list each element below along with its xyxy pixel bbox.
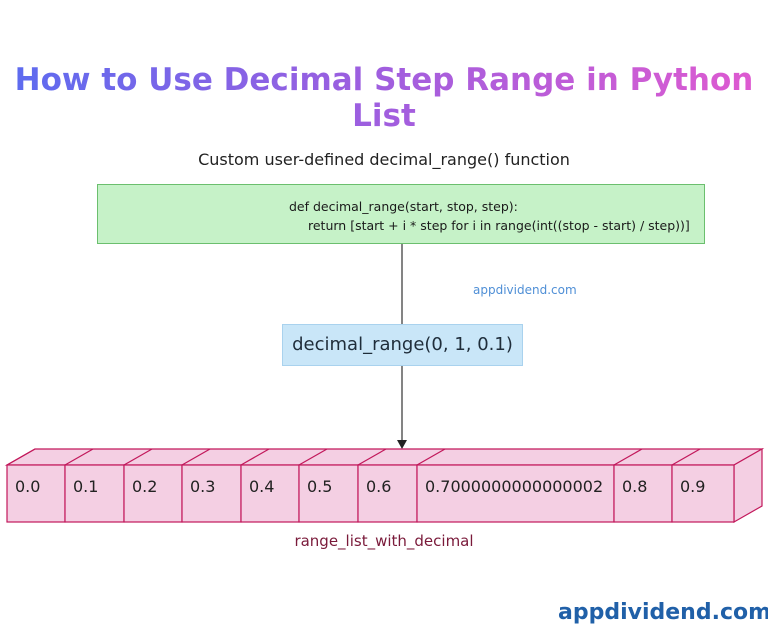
list-cell bbox=[240, 464, 300, 523]
diagram-subtitle: Custom user-defined decimal_range() func… bbox=[198, 150, 570, 169]
list-item-value: 0.9 bbox=[680, 477, 706, 496]
list-item-value: 0.4 bbox=[249, 477, 275, 496]
list-item-value: 0.0 bbox=[15, 477, 41, 496]
list-item-value: 0.1 bbox=[73, 477, 99, 496]
code-box: def decimal_range(start, stop, step): re… bbox=[97, 184, 705, 244]
list-cell-edge bbox=[671, 448, 701, 466]
list-item-value: 0.5 bbox=[307, 477, 333, 496]
list-cell-edge bbox=[64, 448, 94, 466]
function-call-box: decimal_range(0, 1, 0.1) bbox=[282, 324, 523, 366]
list-cell bbox=[416, 464, 615, 523]
list-3d-array bbox=[4, 447, 765, 524]
list-cell-edge bbox=[416, 448, 446, 466]
list-cell-edge bbox=[357, 448, 387, 466]
list-label: range_list_with_decimal bbox=[294, 532, 474, 550]
watermark-logo: appdividend.com bbox=[558, 600, 768, 625]
list-cell-edge bbox=[123, 448, 153, 466]
list-item-value: 0.8 bbox=[622, 477, 648, 496]
list-cell bbox=[671, 464, 735, 523]
list-cell-edge bbox=[181, 448, 211, 466]
code-line-return: return [start + i * step for i in range(… bbox=[308, 218, 690, 233]
list-cell bbox=[6, 464, 66, 523]
watermark-text: appdividend.com bbox=[473, 283, 577, 297]
list-cell bbox=[181, 464, 242, 523]
page-title: How to Use Decimal Step Range in Python … bbox=[0, 62, 768, 134]
list-cell-edge bbox=[613, 448, 643, 466]
list-item-value: 0.6 bbox=[366, 477, 392, 496]
arrow-head-icon bbox=[397, 440, 407, 449]
list-cell-edge bbox=[6, 448, 36, 466]
list-item-value: 0.3 bbox=[190, 477, 216, 496]
code-line-def: def decimal_range(start, stop, step): bbox=[289, 199, 518, 214]
list-item-value: 0.2 bbox=[132, 477, 158, 496]
list-cell bbox=[357, 464, 418, 523]
list-top-face bbox=[4, 448, 765, 466]
list-cell-edge bbox=[240, 448, 270, 466]
list-cell-edge bbox=[298, 448, 328, 466]
list-cell bbox=[613, 464, 673, 523]
list-cell bbox=[298, 464, 359, 523]
list-item-value: 0.7000000000000002 bbox=[425, 477, 604, 496]
